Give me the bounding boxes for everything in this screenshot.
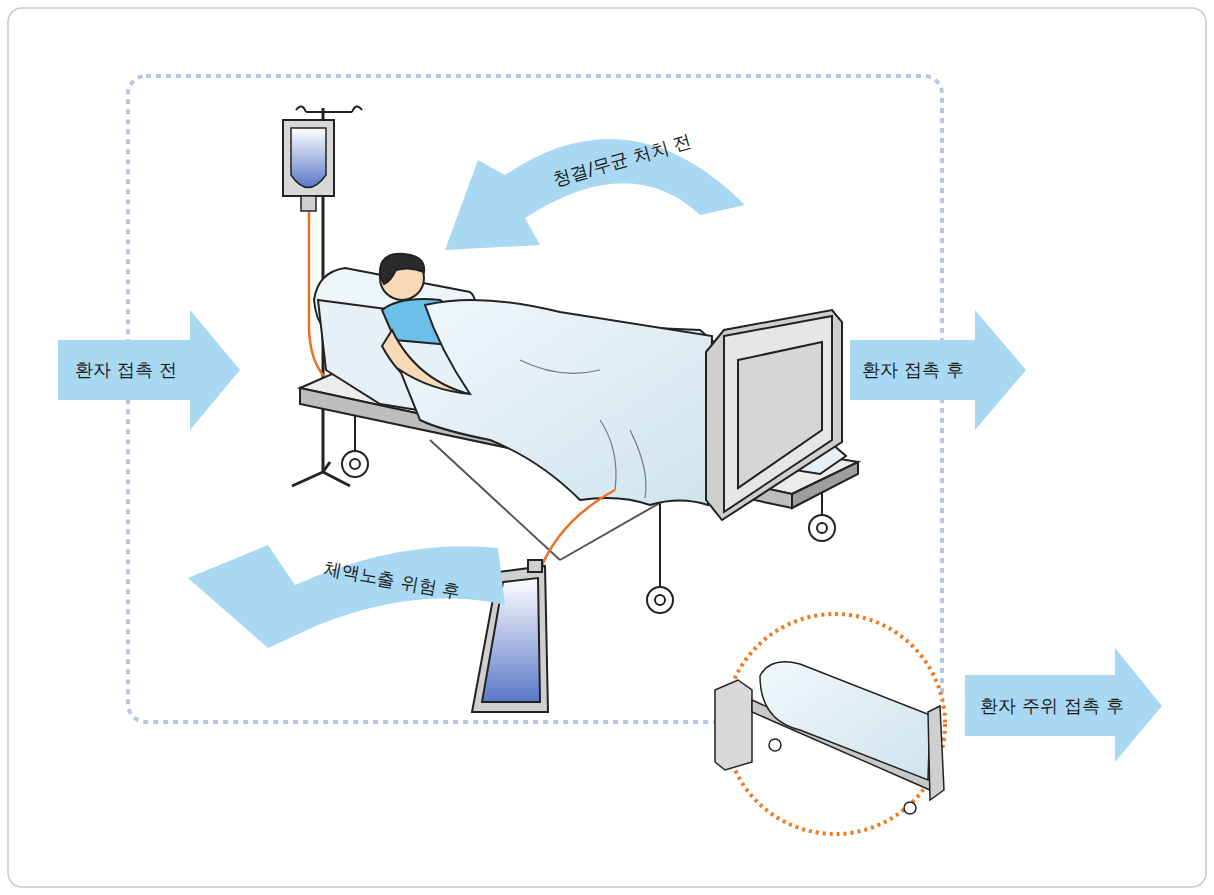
iv-bag <box>283 120 334 211</box>
arrow-shape <box>185 525 510 655</box>
moment-label: 환자 접촉 전 <box>75 359 176 381</box>
arrow-body <box>850 310 1026 430</box>
moment-arrow: 청결/무균 처치 전 <box>440 85 760 260</box>
moment-arrow: 환자 주위 접촉 후 <box>965 645 1165 765</box>
moment-label: 환자 주위 접촉 후 <box>980 695 1123 717</box>
arrow-body <box>188 545 505 648</box>
catheter-tube <box>540 490 615 570</box>
blanket <box>400 300 712 505</box>
arrow-body <box>965 648 1162 762</box>
empty-bed <box>715 662 944 814</box>
patient-surroundings <box>725 614 945 834</box>
footboard <box>706 310 842 520</box>
moment-arrow: 체액노출 위험 후 <box>185 525 510 655</box>
frame-border <box>8 8 1206 887</box>
moment-arrow: 환자 접촉 후 <box>850 308 1028 432</box>
moment-arrow: 환자 접촉 전 <box>58 308 242 432</box>
moment-label: 환자 접촉 후 <box>862 359 963 381</box>
blanket-folds <box>520 360 646 498</box>
arrow-body <box>58 310 240 430</box>
